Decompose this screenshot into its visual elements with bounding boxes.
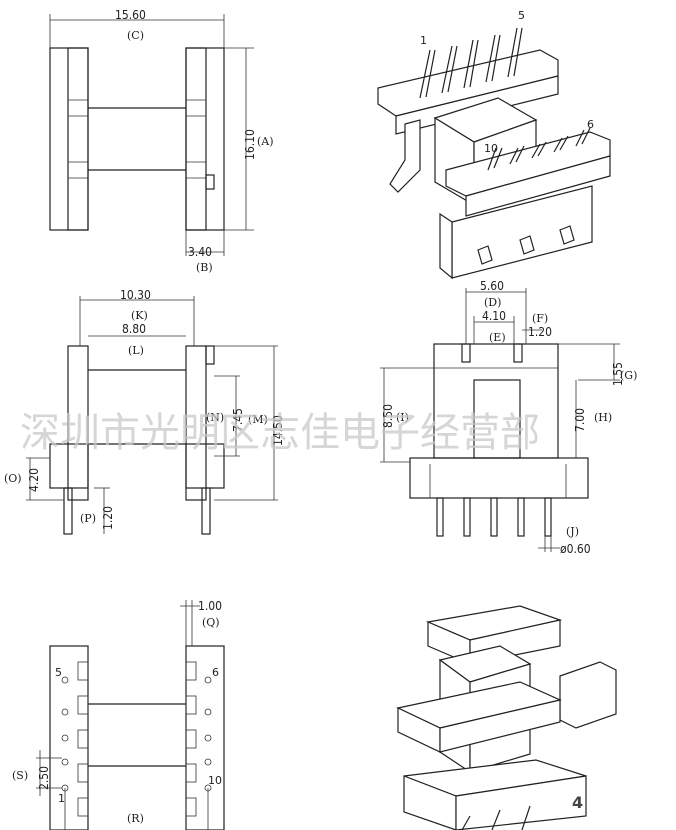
dim-j-value: ø0.60: [560, 542, 591, 556]
dim-d-value: 5.60: [480, 279, 504, 293]
dim-d-label: (D): [484, 296, 501, 309]
dim-o-value: 4.20: [27, 468, 41, 492]
dim-l-label: (L): [128, 344, 144, 357]
isometric-view-top: 1 5 6 10: [377, 9, 611, 280]
dim-f-label: (F): [532, 312, 548, 325]
dim-b-value: 3.40: [188, 245, 212, 259]
front-pins-down: [436, 497, 552, 537]
dim-k-label: (K): [131, 309, 148, 322]
bottom-notches: [77, 661, 197, 817]
dim-o-label: (O): [4, 472, 22, 485]
dim-f-value: 1.20: [528, 325, 552, 339]
dim-c-value: 15.60: [115, 8, 146, 22]
iso-pin-6: 6: [587, 118, 594, 131]
dim-a-label: (A): [257, 135, 274, 148]
dim-g-value: 1.55: [611, 362, 625, 386]
rear-pins: [419, 27, 523, 99]
dim-n-label: (N): [206, 411, 224, 424]
dim-b-label: (B): [196, 261, 213, 274]
dim-l-value: 8.80: [122, 322, 146, 336]
iso-pin-10: 10: [484, 142, 498, 155]
bottom-pin-1: 1: [58, 792, 65, 805]
front-pins: [487, 127, 591, 171]
dim-e-value: 4.10: [482, 309, 506, 323]
dim-q-value: 1.00: [198, 599, 222, 613]
dim-e-label: (E): [489, 331, 506, 344]
left-flange: [49, 47, 89, 231]
front-view: 5.60 (D) 4.10 (E) 1.20 (F) 1.55 (G) 7.00…: [380, 279, 637, 556]
dim-s-value: 2.50: [37, 766, 51, 790]
pin-holes: [61, 676, 212, 792]
top-view: 15.60 (C) 16.10 (A) 3.40 (B): [49, 8, 274, 274]
iso-pin-1: 1: [420, 34, 427, 47]
dim-p-value: 1.20: [101, 506, 115, 530]
dim-g-label: (G): [620, 369, 637, 382]
bottom-pin-5: 5: [55, 666, 62, 679]
left-flange-inner: [67, 47, 89, 231]
dim-a-value: 16.10: [243, 129, 257, 160]
right-flange-inner: [185, 47, 207, 231]
dim-s-label: (S): [12, 769, 28, 782]
side-view: 10.30 (K) 8.80 (L) 14.50 (M) 7.45 (N) 4.…: [4, 288, 285, 535]
dim-p-label: (P): [80, 512, 96, 525]
dim-n-value: 7.45: [231, 408, 245, 432]
dim-q-label: (Q): [202, 616, 220, 629]
bottom-pin-6: 6: [212, 666, 219, 679]
bottom-view: 5 6 1 10 1.00 (Q) (R) 2.50 (S): [12, 599, 225, 830]
dim-k-value: 10.30: [120, 288, 151, 302]
dim-h-label: (H): [594, 411, 612, 424]
dim-r-label: (R): [127, 812, 144, 825]
isometric-view-bottom: 4: [396, 605, 617, 830]
dim-m-label: (M): [248, 413, 268, 426]
dim-i-value: 8.50: [381, 404, 395, 428]
iso-pin-5: 5: [518, 9, 525, 22]
dim-j-label: (J): [566, 525, 579, 538]
right-flange: [185, 47, 225, 231]
dim-m-value: 14.50: [271, 415, 285, 446]
page-number: 4: [572, 793, 583, 812]
bottom-pin-10: 10: [208, 774, 222, 787]
watermark: 深圳市光明区志佳电子经营部: [20, 410, 540, 456]
dim-h-value: 7.00: [573, 408, 587, 432]
dim-c-label: (C): [127, 29, 144, 42]
dim-i-label: (I): [396, 411, 409, 424]
